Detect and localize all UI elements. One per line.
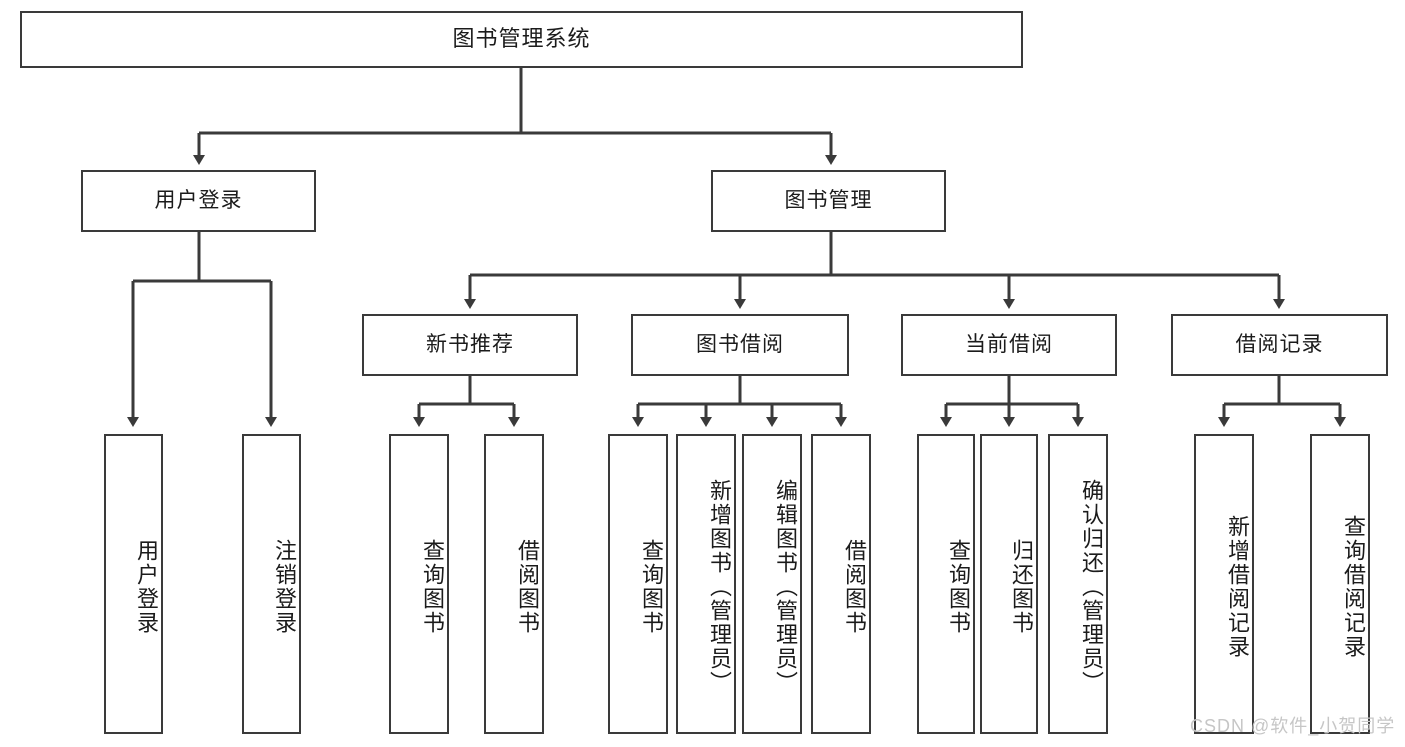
- node-borrow-record: 借阅记录: [1171, 314, 1388, 376]
- leaf-user-login-logout: 注销登录: [242, 434, 301, 734]
- node-user-login: 用户登录: [81, 170, 316, 232]
- leaf-current-borrow-confirm-return-admin: 确认归还（管理员）: [1048, 434, 1108, 734]
- node-root-system: 图书管理系统: [20, 11, 1023, 68]
- watermark-label: CSDN @软件_小贺同学: [1190, 716, 1396, 736]
- leaf-new-book-query-book: 查询图书: [389, 434, 449, 734]
- leaf-book-borrow-query-book: 查询图书: [608, 434, 668, 734]
- node-new-book-recommend: 新书推荐: [362, 314, 578, 376]
- leaf-borrow-record-query-record: 查询借阅记录: [1310, 434, 1370, 734]
- leaf-new-book-borrow-book: 借阅图书: [484, 434, 544, 734]
- leaf-borrow-record-add-record: 新增借阅记录: [1194, 434, 1254, 734]
- node-current-borrow: 当前借阅: [901, 314, 1117, 376]
- leaf-book-borrow-borrow-book: 借阅图书: [811, 434, 871, 734]
- leaf-user-login-login: 用户登录: [104, 434, 163, 734]
- node-book-management: 图书管理: [711, 170, 946, 232]
- leaf-current-borrow-query-book: 查询图书: [917, 434, 975, 734]
- leaf-current-borrow-return-book: 归还图书: [980, 434, 1038, 734]
- leaf-book-borrow-add-book-admin: 新增图书（管理员）: [676, 434, 736, 734]
- leaf-book-borrow-edit-book-admin: 编辑图书（管理员）: [742, 434, 802, 734]
- node-book-borrow: 图书借阅: [631, 314, 849, 376]
